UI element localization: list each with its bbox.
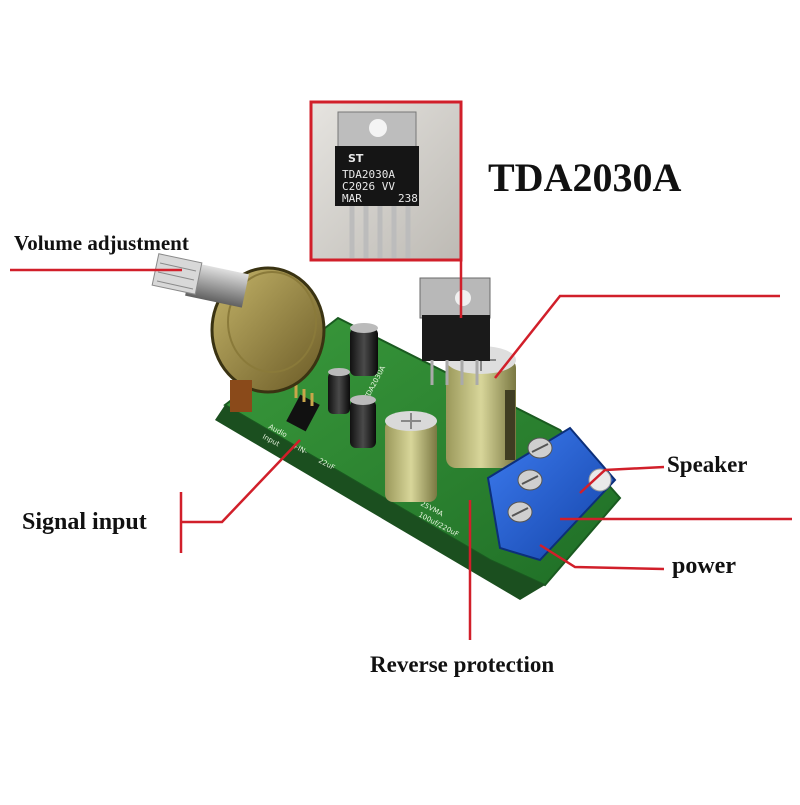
callout-lines: [10, 200, 792, 640]
volume-potentiometer: [151, 253, 326, 412]
chip-line3: MAR: [342, 192, 362, 205]
chip-logo: ST: [348, 152, 364, 165]
callout-signal-line: [179, 439, 301, 553]
input-header-pins: [286, 385, 320, 432]
chip-photo-inset: ST TDA2030A C2026 VV MAR 238: [309, 100, 463, 262]
label-volume-adjustment: Volume adjustment: [14, 231, 189, 255]
label-signal-input: Signal input: [22, 509, 147, 535]
screw-terminal-block: [486, 426, 617, 562]
chip-line4: 238: [398, 192, 418, 205]
label-reverse-protection: Reverse protection: [370, 652, 555, 677]
callout-capacitor-line: [494, 294, 780, 379]
callout-speaker-line: [579, 465, 665, 494]
amplifier-chip: [419, 277, 491, 385]
pcb-board: Audio Input +IN- 22uF 25VMA 100uf/220uF …: [151, 253, 622, 600]
small-capacitors: [328, 323, 378, 448]
callout-power-line: [539, 517, 792, 571]
label-power: power: [672, 553, 736, 579]
chip-line2: C2026 VV: [342, 180, 395, 193]
chip-title: TDA2030A: [488, 155, 682, 200]
chip-line1: TDA2030A: [342, 168, 395, 181]
label-speaker: Speaker: [667, 452, 748, 477]
